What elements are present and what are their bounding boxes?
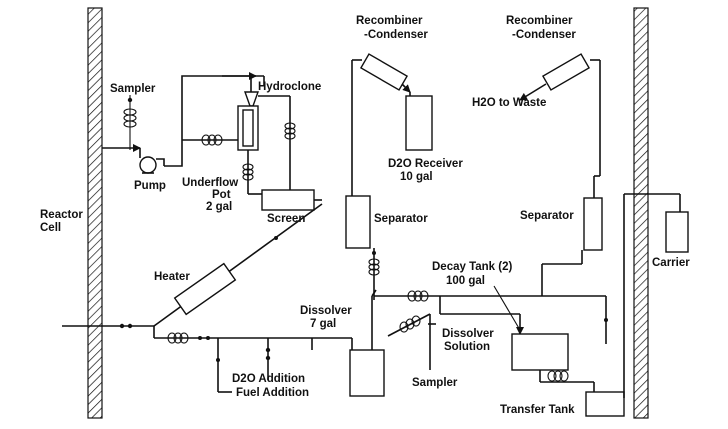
label-transfer-tank: Transfer Tank [500,404,575,416]
label-fuel-addition: Fuel Addition [236,387,309,399]
hydroclone-symbol [237,76,290,151]
label-pump: Pump [134,180,166,192]
label-d2o-receiver-1: D2O Receiver [388,158,463,170]
d2o-receiver-vessel [405,95,433,151]
bottom-manifold [62,323,353,393]
label-decay-tank-2: 100 gal [446,275,485,287]
reactor-cell-wall-right [633,7,649,419]
label-reactor-cell-1: Reactor [40,209,83,221]
label-underflow-pot-2: Pot [212,189,231,201]
label-reactor-cell-2: Cell [40,222,61,234]
label-recombiner-left-1: Recombiner [356,15,423,27]
label-dissolver-1: Dissolver [300,305,352,317]
label-recombiner-left-2: -Condenser [364,29,428,41]
label-hydroclone: Hydroclone [258,81,321,93]
label-sampler-top: Sampler [110,83,156,95]
label-decay-tank-1: Decay Tank (2) [432,261,512,273]
dissolver-vessel [349,349,385,397]
label-dissolver-solution-2: Solution [444,341,490,353]
pump-symbol [139,156,165,174]
label-dissolver-2: 7 gal [310,318,336,330]
screen-vessel [261,189,315,211]
label-dissolver-solution-1: Dissolver [442,328,494,340]
label-sampler-bottom: Sampler [412,377,458,389]
label-recombiner-right-1: Recombiner [506,15,573,27]
decay-tank-vessel [511,333,569,371]
hydroclone-loop [102,72,323,327]
left-offgas-train [345,53,433,300]
label-d2o-receiver-2: 10 gal [400,171,433,183]
label-d2o-addition: D2O Addition [232,373,305,385]
label-separator-right: Separator [520,210,574,222]
decay-manifold [374,250,608,370]
reactor-cell-wall-left [87,7,103,419]
heater-symbol [173,262,237,316]
transfer-tank-vessel [585,391,625,417]
label-underflow-pot-1: Underflow [182,177,238,189]
label-screen: Screen [267,213,305,225]
right-offgas-train [519,53,603,251]
label-carrier: Carrier [652,257,690,269]
label-separator-left: Separator [374,213,428,225]
carrier-vessel [665,211,689,253]
label-recombiner-right-2: -Condenser [512,29,576,41]
label-underflow-pot-3: 2 gal [206,201,232,213]
label-h2o-to-waste: H2O to Waste [472,97,546,109]
label-heater: Heater [154,271,190,283]
